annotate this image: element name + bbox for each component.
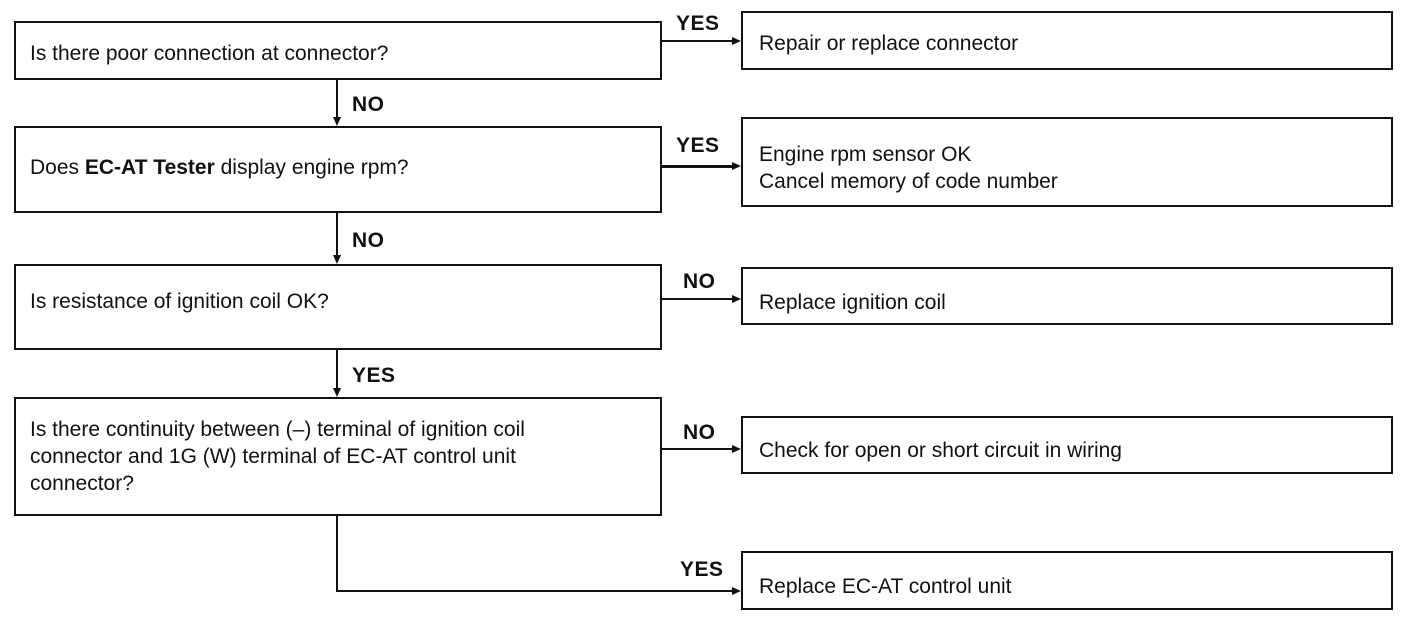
connector-line bbox=[336, 516, 338, 592]
branch-label-no: NO bbox=[683, 421, 716, 444]
question-line: connector and 1G (W) terminal of EC-AT c… bbox=[30, 445, 516, 468]
action-text: Repair or replace connector bbox=[759, 32, 1019, 55]
action-box-check-wiring: Check for open or short circuit in wirin… bbox=[741, 416, 1393, 474]
action-box-repair-connector: Repair or replace connector bbox=[741, 11, 1393, 70]
question-text: Is there poor connection at connector? bbox=[30, 42, 389, 65]
action-text: Check for open or short circuit in wirin… bbox=[759, 439, 1122, 462]
question-box-tester-display: Does EC-AT Tester display engine rpm? bbox=[14, 126, 662, 213]
arrow-head-icon bbox=[732, 445, 741, 453]
action-box-sensor-ok: Engine rpm sensor OK Cancel memory of co… bbox=[741, 117, 1393, 207]
branch-label-yes: YES bbox=[676, 134, 720, 157]
action-box-replace-coil: Replace ignition coil bbox=[741, 267, 1393, 325]
branch-label-yes: YES bbox=[680, 558, 724, 581]
arrow-head-icon bbox=[732, 587, 741, 595]
arrow-head-icon bbox=[732, 295, 741, 303]
question-text-post: display engine rpm? bbox=[214, 156, 409, 179]
action-line: Cancel memory of code number bbox=[759, 170, 1058, 193]
connector-line bbox=[662, 165, 732, 168]
action-line: Engine rpm sensor OK bbox=[759, 143, 972, 166]
connector-line bbox=[662, 40, 732, 42]
connector-line bbox=[662, 298, 732, 300]
question-line: connector? bbox=[30, 472, 134, 495]
connector-line bbox=[662, 448, 732, 450]
action-text: Replace ignition coil bbox=[759, 291, 946, 314]
arrow-head-icon bbox=[732, 37, 741, 45]
question-box-continuity: Is there continuity between (–) terminal… bbox=[14, 397, 662, 516]
connector-line bbox=[336, 590, 732, 592]
question-text-pre: Does bbox=[30, 156, 85, 179]
tester-name: EC-AT Tester bbox=[84, 156, 215, 179]
action-text: Engine rpm sensor OK Cancel memory of co… bbox=[759, 141, 1381, 195]
question-text: Is resistance of ignition coil OK? bbox=[30, 290, 329, 313]
arrow-head-icon bbox=[732, 162, 741, 170]
branch-label-no: NO bbox=[683, 270, 716, 293]
connector-line bbox=[336, 213, 338, 255]
question-text: Does EC-AT Tester display engine rpm? bbox=[30, 154, 650, 181]
arrow-head-icon bbox=[333, 388, 341, 397]
connector-line bbox=[336, 350, 338, 388]
action-text: Replace EC-AT control unit bbox=[759, 575, 1012, 598]
arrow-head-icon bbox=[333, 117, 341, 126]
connector-line bbox=[336, 80, 338, 117]
branch-label-yes: YES bbox=[676, 12, 720, 35]
branch-label-no: NO bbox=[352, 229, 385, 252]
action-box-replace-control-unit: Replace EC-AT control unit bbox=[741, 551, 1393, 610]
branch-label-no: NO bbox=[352, 93, 385, 116]
branch-label-yes: YES bbox=[352, 364, 396, 387]
question-text: Is there continuity between (–) terminal… bbox=[30, 416, 650, 497]
question-box-poor-connection: Is there poor connection at connector? bbox=[14, 21, 662, 80]
question-box-coil-resistance: Is resistance of ignition coil OK? bbox=[14, 264, 662, 350]
question-line: Is there continuity between (–) terminal… bbox=[30, 418, 525, 441]
arrow-head-icon bbox=[333, 255, 341, 264]
